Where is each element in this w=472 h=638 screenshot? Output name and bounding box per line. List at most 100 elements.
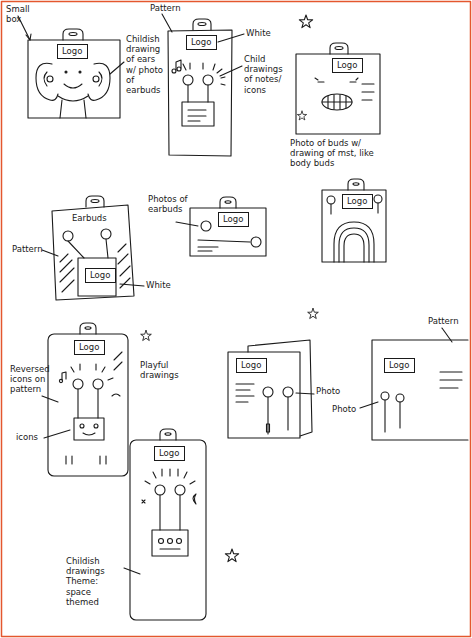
package-sketch-stroke [335, 47, 343, 50]
sketch-note: Small box [6, 4, 36, 24]
package-sketch-stroke [74, 418, 104, 440]
note-text: Playful drawings [140, 360, 192, 380]
package-sketch-stroke [263, 387, 273, 397]
package-sketch-stroke [63, 29, 83, 40]
logo-box: Logo [342, 194, 373, 209]
package-sketch-stroke [175, 485, 185, 495]
package-sketch-stroke [236, 384, 254, 402]
package-sketch-stroke [322, 190, 386, 262]
note-text: Childish drawing of ears w/ photo of ear… [126, 34, 166, 95]
package-sketch-stroke [78, 389, 98, 418]
note-text: Earbuds [72, 213, 122, 223]
package-sketch [360, 328, 468, 440]
package-sketch-stroke [177, 539, 182, 544]
package-sketch-stroke [348, 179, 364, 190]
package-sketch-stroke [91, 200, 99, 203]
package-sketch [18, 16, 124, 118]
package-sketch-stroke [172, 69, 176, 73]
package-sketch-stroke [168, 539, 173, 544]
package-sketch-stroke [385, 400, 400, 432]
package-sketch-stroke [60, 254, 74, 292]
logo-box: Logo [154, 446, 185, 461]
package-sketch-stroke [190, 208, 266, 256]
package-sketch-stroke [334, 222, 374, 262]
sketch-note: Child drawings of notes/ icons [244, 54, 286, 95]
package-sketch-stroke [162, 14, 172, 32]
note-text: Photo of buds w/ drawing of mst, like bo… [290, 138, 386, 169]
sketch-note: White [146, 280, 176, 290]
package-sketch-stroke [78, 258, 116, 296]
package-sketch-stroke [159, 539, 164, 544]
package-sketch-stroke [330, 204, 331, 214]
package-sketch-stroke [220, 197, 236, 208]
package-sketch-stroke [42, 396, 58, 402]
package-sketch-stroke [48, 334, 128, 476]
package-sketch-stroke [73, 379, 83, 389]
package-sketch [228, 340, 314, 438]
note-text: Photo [332, 404, 362, 414]
package-sketch-stroke [248, 340, 312, 436]
package-sketch-stroke [177, 67, 181, 71]
note-text: White [146, 280, 176, 290]
package-sketch-stroke [381, 392, 389, 400]
sketch-note: Photo [316, 386, 346, 396]
package-sketch-stroke [225, 201, 231, 203]
package-sketch-stroke [183, 63, 222, 73]
logo-text: Logo [62, 46, 83, 56]
package-sketch-stroke [114, 352, 122, 370]
package-sketch-stroke [225, 549, 238, 562]
package-sketch-stroke [120, 284, 144, 286]
package-sketch-stroke [85, 327, 91, 329]
note-text: Child drawings of notes/ icons [244, 54, 286, 95]
package-sketch-stroke [62, 372, 66, 380]
package-sketch-stroke [52, 205, 134, 300]
package-sketch-stroke [377, 203, 378, 213]
package-sketch-stroke [268, 397, 288, 434]
package-sketch-stroke [65, 71, 67, 73]
package-sketch-stroke [124, 568, 140, 574]
logo-text: Logo [191, 37, 212, 47]
package-sketch-stroke [183, 75, 193, 85]
package-sketch-stroke [220, 66, 242, 76]
package-sketch-stroke [79, 71, 81, 73]
package-sketch-stroke [221, 77, 225, 85]
package-sketch-stroke [83, 433, 95, 435]
sketch-note: Pattern [150, 3, 190, 13]
package-sketch-stroke [330, 43, 348, 54]
package-sketch [124, 429, 239, 620]
package-sketch-stroke [168, 30, 232, 156]
sketch-note: Pattern [428, 316, 468, 326]
package-sketch-stroke [372, 340, 468, 440]
sketch-note: Childish drawing of ears w/ photo of ear… [126, 34, 166, 95]
package-sketch-stroke [93, 379, 103, 389]
note-text: icons [16, 432, 46, 442]
package-sketch-stroke [188, 110, 206, 121]
logo-box: Logo [85, 268, 116, 283]
logo-box: Logo [236, 358, 267, 373]
package-sketch-stroke [64, 84, 82, 88]
note-text: White [246, 28, 276, 38]
package-sketch-stroke [68, 239, 108, 258]
package-sketch-stroke [193, 494, 196, 504]
package-sketch-stroke [198, 23, 206, 26]
sketch-note: icons [16, 432, 46, 442]
package-sketch-stroke [63, 231, 73, 241]
note-text: Pattern [428, 316, 468, 326]
package-sketch-stroke [145, 469, 195, 484]
logo-box: Logo [332, 58, 363, 73]
sketch-note: Playful drawings [140, 360, 192, 380]
package-sketch-stroke [112, 394, 120, 396]
note-text: Small box [6, 4, 36, 24]
note-text: Photo [316, 386, 346, 396]
sketch-note: Pattern [12, 244, 48, 254]
package-sketch-stroke [339, 228, 369, 262]
package-sketch-stroke [94, 424, 98, 428]
package-sketch-stroke [165, 433, 171, 435]
package-sketch-stroke [60, 100, 86, 118]
package-sketch-stroke [101, 229, 111, 239]
package-sketch [42, 196, 144, 300]
package-sketch-stroke [176, 60, 181, 70]
logo-text: Logo [337, 60, 358, 70]
